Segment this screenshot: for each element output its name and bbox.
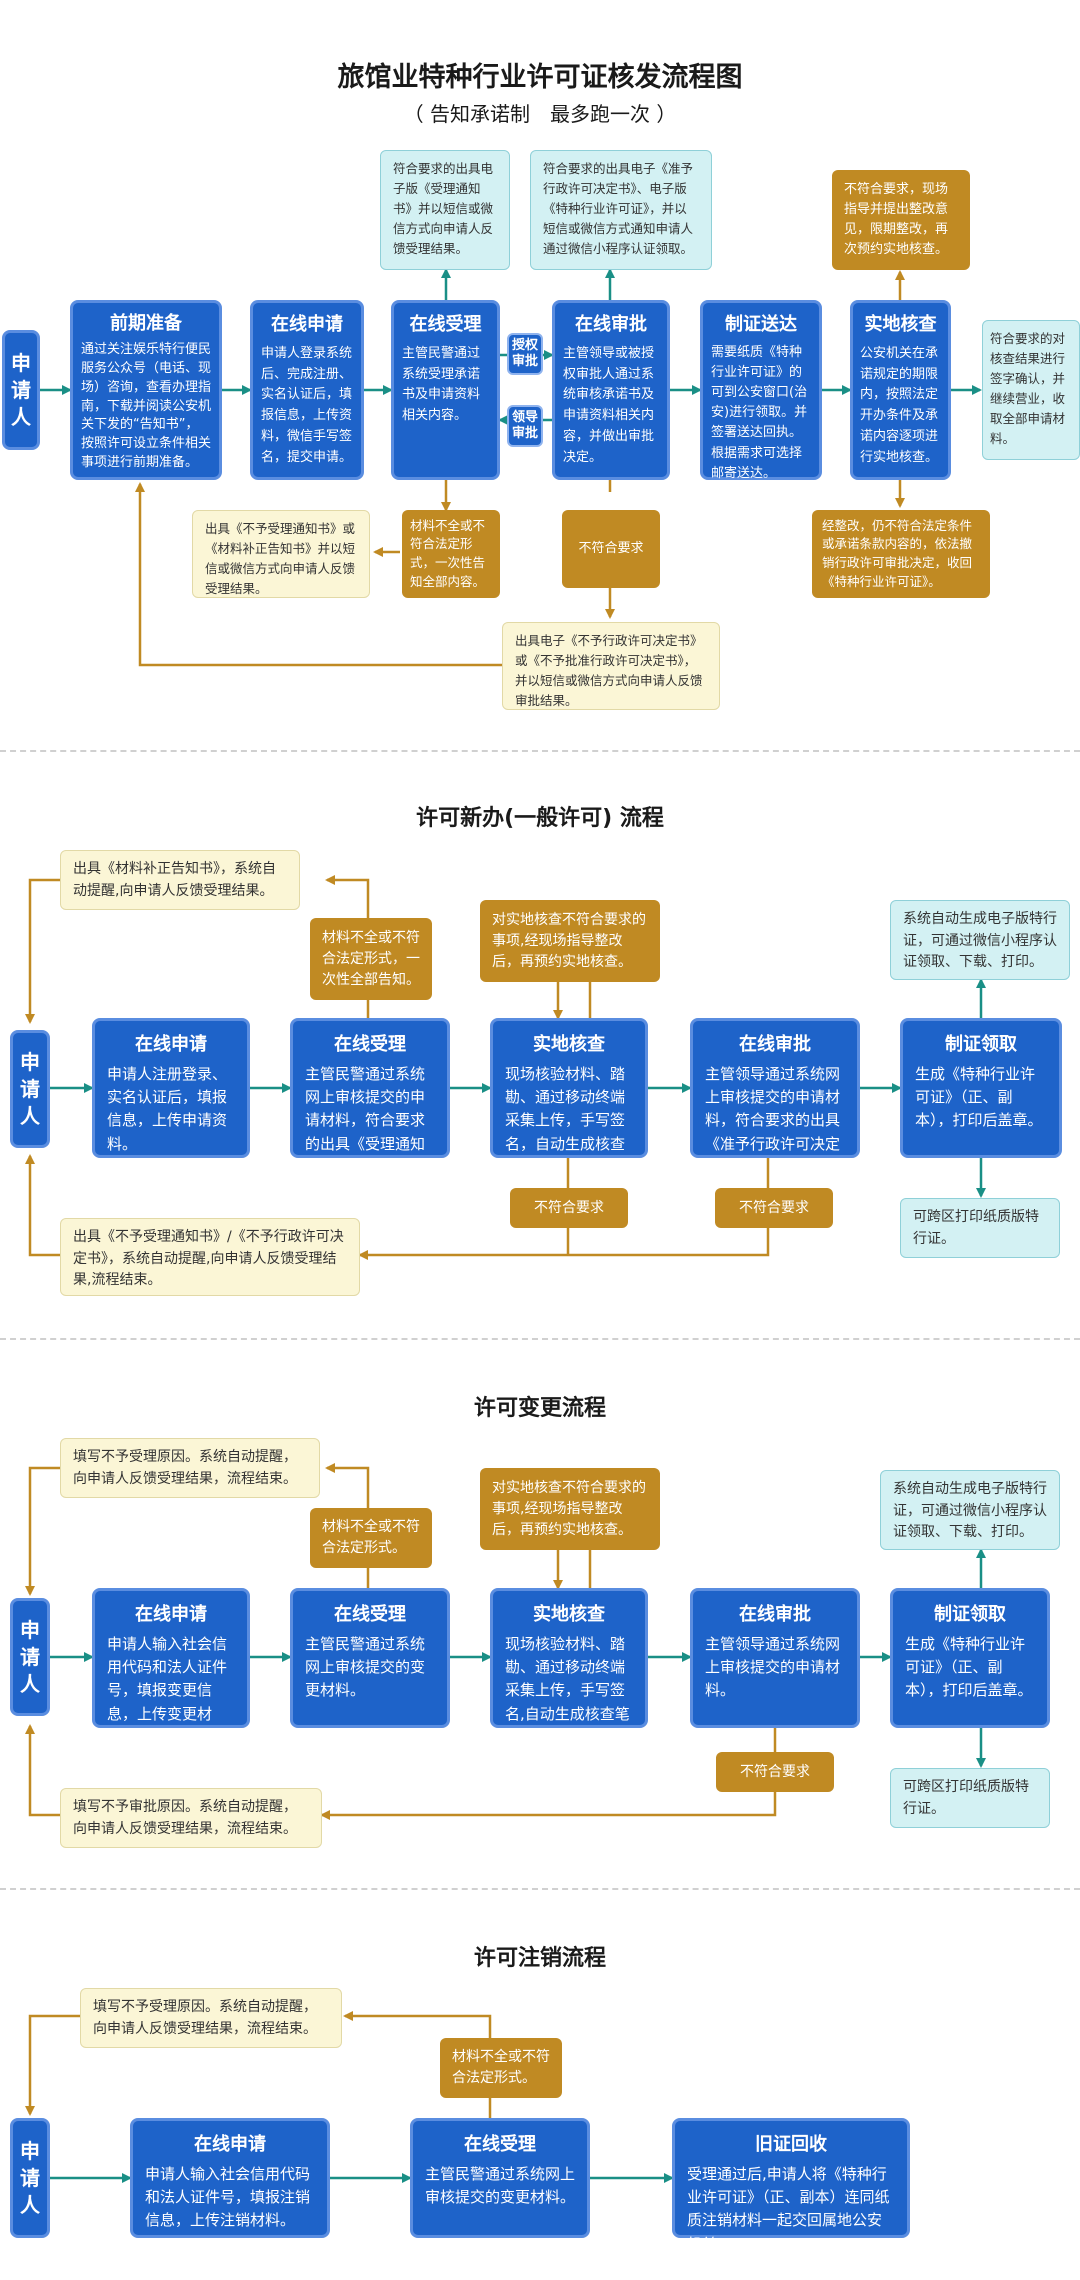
s1-notice-inspect-fail: 不符合要求，现场指导并提出整改意见，限期整改，再次预约实地核查。 <box>832 170 970 270</box>
s1-subtitle: （ 告知承诺制 最多跑一次 ） <box>403 102 677 126</box>
s2-step-inspect: 实地核查 现场核验材料、踏勘、通过移动终端采集上传，手写签名，自动生成核查笔录。 <box>490 1018 648 1176</box>
s2-not-meet-2: 不符合要求 <box>715 1188 833 1228</box>
s4-pale-top: 填写不予受理原因。系统自动提醒，向申请人反馈受理结果，流程结束。 <box>80 1988 342 2048</box>
s2-step-online-apply: 在线申请 申请人注册登录、实名认证后，填报信息，上传申请资料。 <box>92 1018 250 1158</box>
step-text: 主管民警通过系统受理承诺书及申请资料相关内容。 <box>402 345 481 424</box>
s1-applicant: 申请人 <box>2 330 40 450</box>
s3-inspect-fail: 对实地核查不符合要求的事项,经现场指导整改后，再预约实地核查。 <box>480 1468 660 1550</box>
step-text: 申请人输入社会信用代码和法人证件号，填报变更信息，上传变更材料。 <box>107 1634 228 1746</box>
s1-notice-inspect-pass: 符合要求的对核查结果进行签字确认，并继续营业，收取全部申请材料。 <box>982 320 1080 460</box>
step-text: 主管民警通过系统网上审核提交的变更材料。 <box>305 1634 426 1700</box>
s3-step-online-apply: 在线申请 申请人输入社会信用代码和法人证件号，填报变更信息，上传变更材料。 <box>92 1588 250 1746</box>
s1-step-online-approve: 在线审批 主管领导或被授权审批人通过系统审核承诺书及申请资料相关内容，并做出审批… <box>552 300 670 480</box>
s1-badge-lead: 领导审批 <box>507 405 543 447</box>
s3-incomplete: 材料不全或不符合法定形式。 <box>310 1508 432 1568</box>
s2-not-meet-1: 不符合要求 <box>510 1188 628 1228</box>
step-text: 主管领导通过系统网上审核提交的申请材料。 <box>705 1634 841 1700</box>
s3-pale-bottom: 填写不予审批原因。系统自动提醒，向申请人反馈受理结果，流程结束。 <box>60 1788 322 1848</box>
step-title: 在线申请 <box>135 1604 207 1625</box>
step-title: 实地核查 <box>864 314 937 335</box>
step-title: 在线受理 <box>334 1604 406 1625</box>
step-title: 制证领取 <box>945 1034 1017 1055</box>
s3-step-online-approve: 在线审批 主管领导通过系统网上审核提交的申请材料。 <box>690 1588 860 1728</box>
s3-applicant: 申请人 <box>10 1598 50 1716</box>
step-text: 申请人注册登录、实名认证后，填报信息，上传申请资料。 <box>107 1064 228 1153</box>
s1-reject-approve: 出具电子《不予行政许可决定书》或《不予批准行政许可决定书》，并以短信或微信方式向… <box>502 622 720 710</box>
step-text: 主管民警通过系统网上审核提交的申请材料，符合要求的出具《受理通知书》 <box>305 1064 426 1176</box>
step-title: 制证领取 <box>934 1604 1006 1625</box>
s4-step-online-apply: 在线申请 申请人输入社会信用代码和法人证件号，填报注销信息，上传注销材料。 <box>130 2118 330 2238</box>
step-title: 在线受理 <box>464 2134 536 2155</box>
step-text: 现场核验材料、踏勘、通过移动终端采集上传，手写签名，自动生成核查笔录。 <box>505 1064 626 1176</box>
s1-badge-auth: 授权审批 <box>507 333 543 375</box>
step-text: 通过关注娱乐特行便民服务公众号（电话、现场）咨询，查看办理指南，下载并阅读公安机… <box>81 342 212 471</box>
s3-step-issue: 制证领取 生成《特种行业许可证》（正、副本），打印后盖章。 <box>890 1588 1050 1728</box>
s3-pale-top: 填写不予受理原因。系统自动提醒，向申请人反馈受理结果，流程结束。 <box>60 1438 320 1498</box>
s1-step-online-accept: 在线受理 主管民警通过系统受理承诺书及申请资料相关内容。 <box>391 300 500 480</box>
section-divider <box>0 1338 1080 1340</box>
s1-step-online-apply: 在线申请 申请人登录系统后、完成注册、实名认证后，填报信息，上传资料，微信手写签… <box>250 300 364 480</box>
step-text: 申请人登录系统后、完成注册、实名认证后，填报信息，上传资料，微信手写签名，提交申… <box>261 345 353 465</box>
step-title: 旧证回收 <box>755 2134 827 2155</box>
step-text: 生成《特种行业许可证》（正、副本），打印后盖章。 <box>905 1634 1033 1700</box>
s2-cyan-top: 系统自动生成电子版特行证，可通过微信小程序认证领取、下载、打印。 <box>890 900 1070 980</box>
step-title: 实地核查 <box>533 1034 605 1055</box>
step-text: 需要纸质《特种行业许可证》的可到公安窗口(治安)进行领取。并签署送达回执。根据需… <box>711 344 808 481</box>
s4-title: 许可注销流程 <box>473 1946 606 1971</box>
step-text: 主管民警通过系统网上审核提交的变更材料。 <box>425 2164 576 2207</box>
s2-title: 许可新办(一般许可) 流程 <box>416 806 664 831</box>
s2-cyan-bottom: 可跨区打印纸质版特行证。 <box>900 1198 1060 1258</box>
step-title: 在线审批 <box>739 1604 811 1625</box>
s3-step-online-accept: 在线受理 主管民警通过系统网上审核提交的变更材料。 <box>290 1588 450 1728</box>
step-title: 制证送达 <box>725 314 797 335</box>
s1-step-issue-deliver: 制证送达 需要纸质《特种行业许可证》的可到公安窗口(治安)进行领取。并签署送达回… <box>700 300 822 481</box>
s1-notice-approve: 符合要求的出具电子《准予行政许可决定书》、电子版《特种行业许可证》，并以短信或微… <box>530 150 712 270</box>
s1-reject-accept: 出具《不予受理通知书》或《材料补正告知书》并以短信或微信方式向申请人反馈受理结果… <box>192 510 370 598</box>
s4-step-online-accept: 在线受理 主管民警通过系统网上审核提交的变更材料。 <box>410 2118 590 2238</box>
s2-step-online-accept: 在线受理 主管民警通过系统网上审核提交的申请材料，符合要求的出具《受理通知书》 <box>290 1018 450 1176</box>
s1-incomplete: 材料不全或不符合法定形式，一次性告知全部内容。 <box>402 510 500 598</box>
step-title: 前期准备 <box>110 313 182 334</box>
step-title: 在线审批 <box>739 1034 811 1055</box>
s2-step-issue: 制证领取 生成《特种行业许可证》（正、副本），打印后盖章。 <box>900 1018 1062 1158</box>
s1-notice-accept: 符合要求的出具电子版《受理通知书》并以短信或微信方式向申请人反馈受理结果。 <box>380 150 510 270</box>
s3-not-meet: 不符合要求 <box>716 1752 834 1792</box>
step-text: 公安机关在承诺规定的期限内，按照法定开办条件及承诺内容逐项进行实地核查。 <box>860 345 939 465</box>
s1-not-meet: 不符合要求 <box>562 510 660 588</box>
s3-title: 许可变更流程 <box>473 1396 606 1421</box>
step-text: 申请人输入社会信用代码和法人证件号，填报注销信息，上传注销材料。 <box>145 2164 311 2230</box>
step-title: 在线受理 <box>409 314 482 335</box>
s3-cyan-bottom: 可跨区打印纸质版特行证。 <box>890 1768 1050 1828</box>
step-text: 生成《特种行业许可证》（正、副本），打印后盖章。 <box>915 1064 1043 1130</box>
step-title: 实地核查 <box>533 1604 605 1625</box>
step-title: 在线申请 <box>194 2134 266 2155</box>
step-title: 在线申请 <box>135 1034 207 1055</box>
step-text: 受理通过后,申请人将《特种行业许可证》（正、副本）连同纸质注销材料一起交回属地公… <box>687 2164 890 2253</box>
step-title: 在线申请 <box>271 314 343 335</box>
s1-revoke: 经整改，仍不符合法定条件或承诺条款内容的，依法撤销行政许可审批决定，收回《特种行… <box>812 510 990 598</box>
step-text: 主管领导通过系统网上审核提交的申请材料，符合要求的出具《准予行政许可决定书》。 <box>705 1064 841 1176</box>
section-divider <box>0 750 1080 752</box>
s3-cyan-top: 系统自动生成电子版特行证，可通过微信小程序认证领取、下载、打印。 <box>880 1470 1060 1550</box>
step-text: 主管领导或被授权审批人通过系统审核承诺书及申请资料相关内容，并做出审批决定。 <box>563 345 655 465</box>
step-title: 在线审批 <box>575 314 647 335</box>
s1-title: 旅馆业特种行业许可证核发流程图 <box>337 62 743 93</box>
s4-step-return-cert: 旧证回收 受理通过后,申请人将《特种行业许可证》（正、副本）连同纸质注销材料一起… <box>672 2118 910 2253</box>
s2-incomplete: 材料不全或不符合法定形式，一次性全部告知。 <box>310 918 432 1000</box>
s3-step-inspect: 实地核查 现场核验材料、踏勘、通过移动终端采集上传，手写签名,自动生成核查笔录。 <box>490 1588 648 1746</box>
s4-incomplete: 材料不全或不符合法定形式。 <box>440 2038 562 2098</box>
s2-applicant: 申请人 <box>10 1030 50 1148</box>
s2-pale-bottom: 出具《不予受理通知书》/《不予行政许可决定书》，系统自动提醒,向申请人反馈受理结… <box>60 1218 360 1296</box>
s2-step-online-approve: 在线审批 主管领导通过系统网上审核提交的申请材料，符合要求的出具《准予行政许可决… <box>690 1018 860 1176</box>
s2-pale-top: 出具《材料补正告知书》，系统自动提醒,向申请人反馈受理结果。 <box>60 850 300 910</box>
s4-applicant: 申请人 <box>10 2118 50 2238</box>
section-divider <box>0 1888 1080 1890</box>
s1-step-prepare: 前期准备 通过关注娱乐特行便民服务公众号（电话、现场）咨询，查看办理指南，下载并… <box>70 300 222 480</box>
s2-inspect-fail: 对实地核查不符合要求的事项,经现场指导整改后，再预约实地核查。 <box>480 900 660 982</box>
s1-step-inspect: 实地核查 公安机关在承诺规定的期限内，按照法定开办条件及承诺内容逐项进行实地核查… <box>850 300 951 480</box>
step-text: 现场核验材料、踏勘、通过移动终端采集上传，手写签名,自动生成核查笔录。 <box>505 1634 630 1746</box>
step-title: 在线受理 <box>334 1034 406 1055</box>
